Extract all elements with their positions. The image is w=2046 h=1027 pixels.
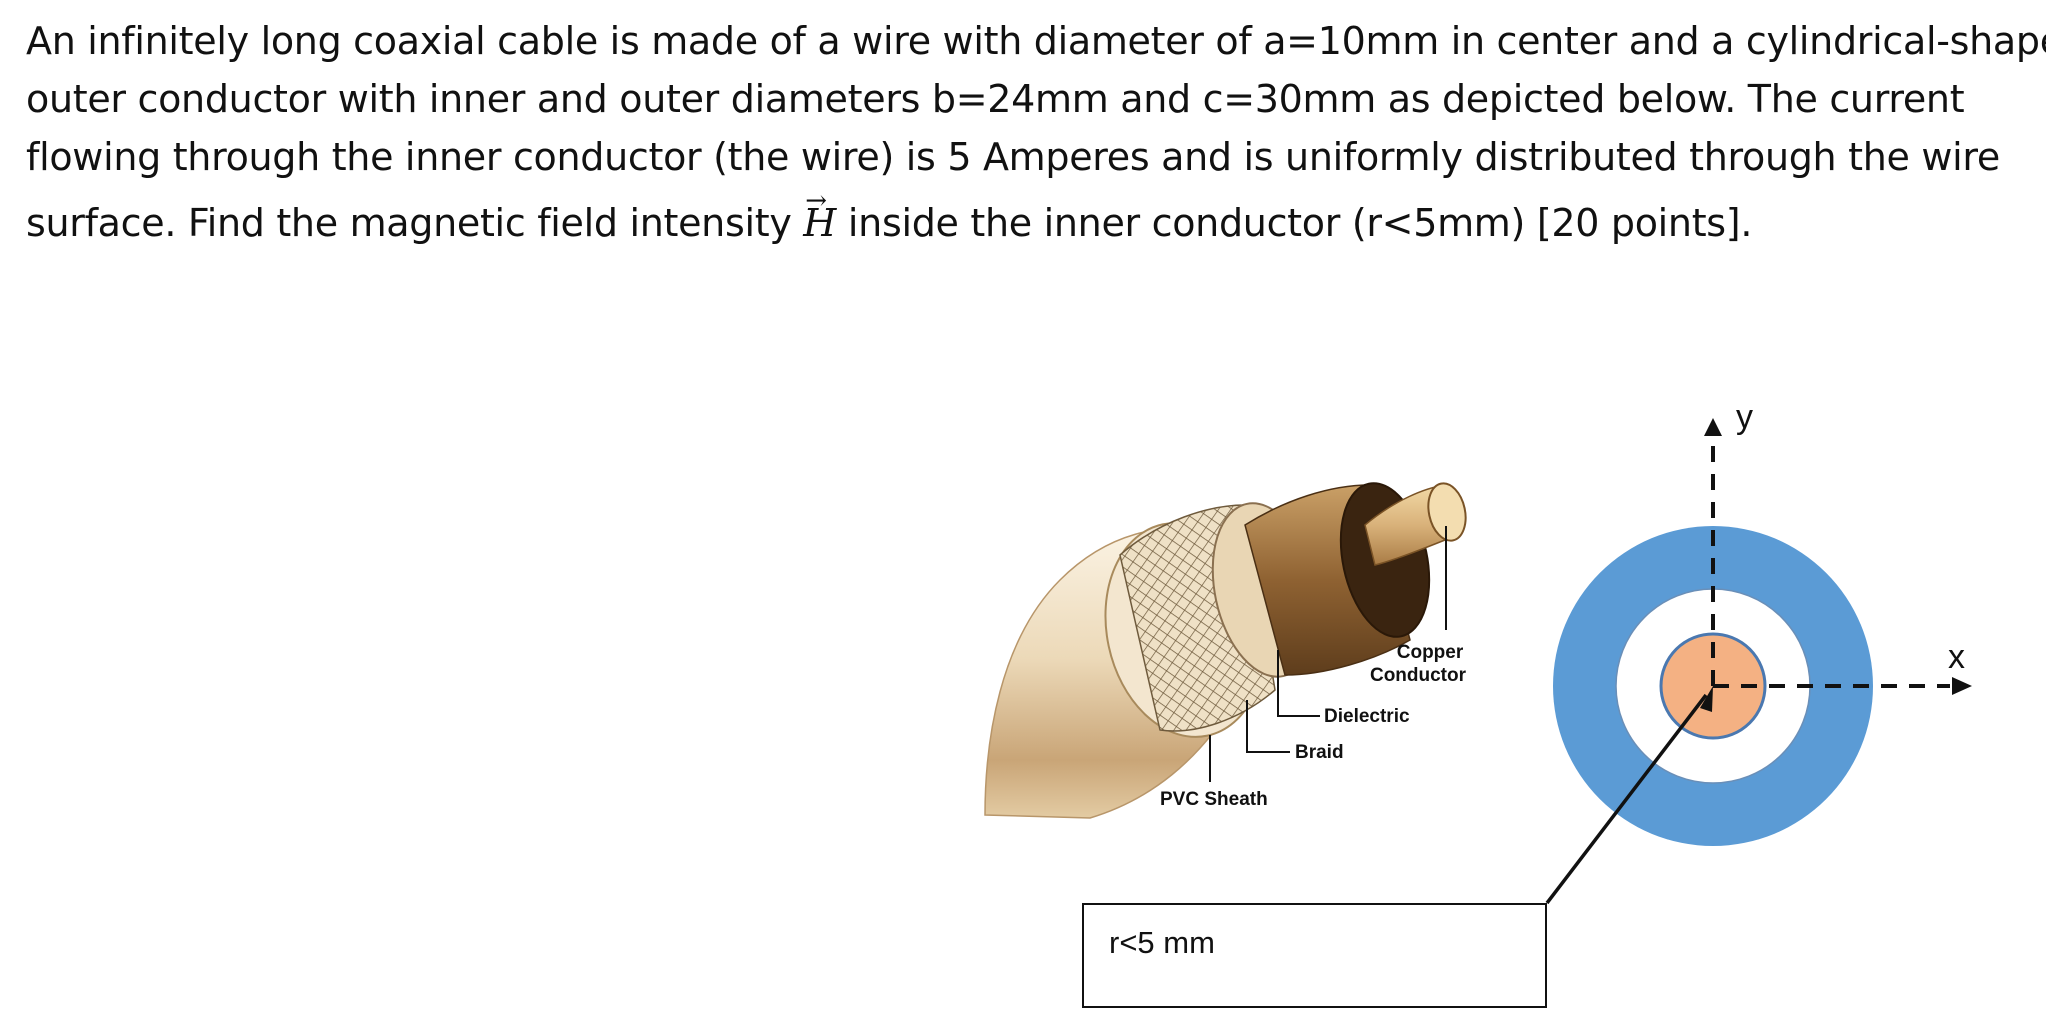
problem-line-4-end: inside the inner conductor (r<5mm) [20 p… <box>836 201 1753 245</box>
radius-pointer-line <box>1545 693 1708 905</box>
x-axis-label: x <box>1948 638 1965 676</box>
cross-section-diagram: y x <box>1545 398 1972 905</box>
radius-pointer-arrow-icon <box>1700 686 1713 712</box>
copper-conductor-face <box>1427 482 1467 542</box>
y-axis-label: y <box>1736 398 1753 436</box>
braid-label: Braid <box>1295 742 1344 763</box>
radius-callout-box: r<5 mm <box>1082 903 1547 1008</box>
problem-line-1: An infinitely long coaxial cable is made… <box>26 19 2046 63</box>
x-axis-arrow-icon <box>1952 677 1972 695</box>
y-axis-arrow-icon <box>1704 418 1722 436</box>
vector-h-symbol: →H <box>803 186 837 252</box>
pvc-sheath-label: PVC Sheath <box>1160 789 1268 810</box>
dielectric-leader-line <box>1277 650 1320 717</box>
problem-statement: An infinitely long coaxial cable is made… <box>26 12 2046 252</box>
problem-line-4-start: surface. Find the magnetic field intensi… <box>26 201 804 245</box>
radius-callout-text: r<5 mm <box>1109 925 1215 960</box>
problem-line-3: flowing through the inner conductor (the… <box>26 135 2000 179</box>
problem-line-4: surface. Find the magnetic field intensi… <box>26 186 2021 252</box>
braid-leader-line <box>1246 700 1290 753</box>
dielectric-label: Dielectric <box>1324 706 1410 727</box>
coax-cable-illustration: Copper Conductor Dielectric Braid PVC Sh… <box>984 482 1467 819</box>
h-letter: H <box>803 201 837 245</box>
copper-label-1: Copper <box>1397 642 1464 663</box>
vector-arrow-icon: → <box>805 186 827 216</box>
copper-label-2: Conductor <box>1370 665 1467 686</box>
problem-line-2: outer conductor with inner and outer dia… <box>26 77 1965 121</box>
